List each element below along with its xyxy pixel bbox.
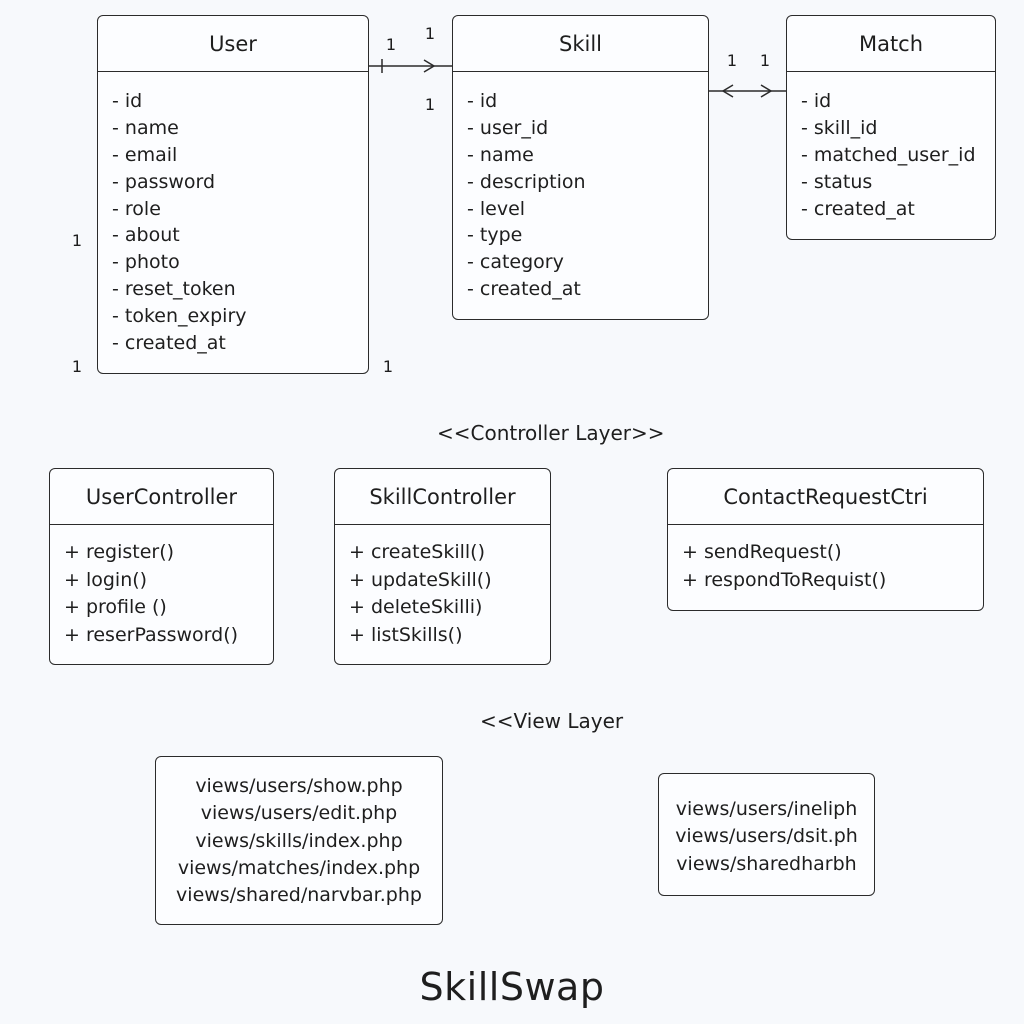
controller-method: + createSkill() <box>349 541 485 563</box>
skill-field: - user_id <box>467 116 549 139</box>
user-field: - password <box>112 170 216 193</box>
user-field: - name <box>112 116 179 139</box>
controller-method: + respondToRequist() <box>682 568 887 591</box>
match-field: - skill_id <box>801 116 878 139</box>
view-layer-label: <<View Layer <box>480 709 624 733</box>
user-controller-box: UserController + register() + login() + … <box>49 468 274 665</box>
views-list: views/users/show.php views/users/edit.ph… <box>156 757 442 909</box>
controller-method: + register() <box>64 541 175 563</box>
view-file: views/sharedharbh <box>676 852 857 875</box>
user-field: - id <box>112 90 143 112</box>
controller-layer-label: <<Controller Layer>> <box>437 421 665 445</box>
match-entity-fields: - id - skill_id - matched_user_id - stat… <box>787 72 995 222</box>
user-entity-fields: - id - name - email - password - role - … <box>98 72 368 357</box>
user-field: - role <box>112 197 161 220</box>
skill-field: - type <box>467 224 523 247</box>
multiplicity-user-skill-user-side: 1 <box>385 35 397 54</box>
skill-match-arrowhead-left <box>721 84 734 98</box>
skill-match-arrowhead-right <box>760 84 773 98</box>
view-file: views/matches/index.php <box>177 856 421 879</box>
views-group-secondary: views/users/ineliph views/users/dsit.ph … <box>658 773 875 896</box>
skill-field: - description <box>467 170 586 193</box>
controller-method: + deleteSkilli) <box>349 596 483 618</box>
view-file: views/users/edit.php <box>200 802 398 825</box>
view-file: views/users/ineliph <box>675 798 858 820</box>
skill-field: - id <box>467 90 498 112</box>
multiplicity-skill-left-lower: 1 <box>424 95 436 114</box>
user-field: - token_expiry <box>112 305 247 328</box>
contact-request-controller-title: ContactRequestCtri <box>668 469 983 525</box>
match-field: - created_at <box>801 197 915 220</box>
user-entity-box: User - id - name - email - password - ro… <box>97 15 369 374</box>
controller-method: + sendRequest() <box>682 541 842 563</box>
user-field: - reset_token <box>112 278 236 301</box>
user-controller-methods: + register() + login() + profile () + re… <box>50 525 273 649</box>
match-entity-title: Match <box>787 16 995 72</box>
match-field: - id <box>801 90 832 112</box>
skill-entity-box: Skill - id - user_id - name - descriptio… <box>452 15 709 320</box>
match-field: - matched_user_id <box>801 143 976 166</box>
skill-field: - name <box>467 143 534 166</box>
views-group-main: views/users/show.php views/users/edit.ph… <box>155 756 443 925</box>
user-field: - email <box>112 143 178 166</box>
user-field: - created_at <box>112 332 226 355</box>
user-skill-arrowhead <box>423 59 436 73</box>
user-entity-title: User <box>98 16 368 72</box>
multiplicity-user-left-lower: 1 <box>71 357 83 376</box>
skill-entity-title: Skill <box>453 16 708 72</box>
contact-request-controller-box: ContactRequestCtri + sendRequest() + res… <box>667 468 984 611</box>
skill-field: - level <box>467 197 526 220</box>
user-field: - photo <box>112 251 180 274</box>
controller-method: + updateSkill() <box>349 568 492 591</box>
multiplicity-user-left-upper: 1 <box>71 231 83 250</box>
multiplicity-skill-match-match-side: 1 <box>759 51 771 70</box>
controller-method: + profile () <box>64 596 167 618</box>
user-controller-title: UserController <box>50 469 273 525</box>
controller-method: + listSkills() <box>349 623 463 646</box>
user-field: - about <box>112 224 180 247</box>
skill-controller-title: SkillController <box>335 469 550 525</box>
view-file: views/users/show.php <box>195 775 403 797</box>
diagram-title: SkillSwap <box>419 965 605 1009</box>
view-file: views/shared/narvbar.php <box>176 884 422 907</box>
skill-field: - created_at <box>467 278 581 301</box>
view-file: views/skills/index.php <box>195 829 403 852</box>
match-entity-box: Match - id - skill_id - matched_user_id … <box>786 15 996 240</box>
view-file: views/users/dsit.ph <box>675 825 858 848</box>
skill-entity-fields: - id - user_id - name - description - le… <box>453 72 708 303</box>
views-list: views/users/ineliph views/users/dsit.ph … <box>659 774 874 878</box>
multiplicity-skill-match-skill-side: 1 <box>726 51 738 70</box>
skill-field: - category <box>467 251 564 274</box>
contact-request-controller-methods: + sendRequest() + respondToRequist() <box>668 525 983 594</box>
skill-controller-box: SkillController + createSkill() + update… <box>334 468 551 665</box>
skill-controller-methods: + createSkill() + updateSkill() + delete… <box>335 525 550 649</box>
controller-method: + reserPassword() <box>64 623 239 646</box>
multiplicity-user-skill-skill-side: 1 <box>424 24 436 43</box>
match-field: - status <box>801 170 873 193</box>
multiplicity-user-right-lower: 1 <box>382 357 394 376</box>
controller-method: + login() <box>64 568 148 591</box>
